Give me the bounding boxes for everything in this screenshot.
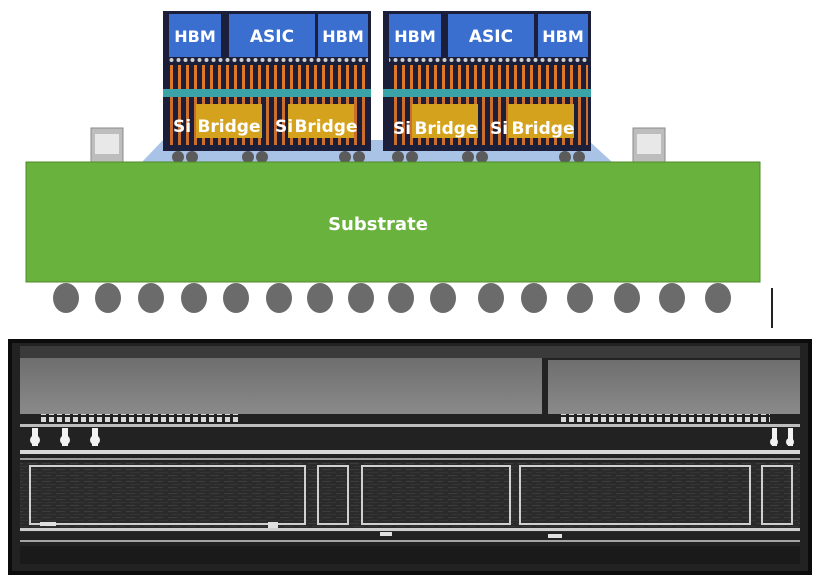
hbm-die-left-a xyxy=(169,14,221,57)
hbm-label: HBM xyxy=(394,27,436,46)
bga-ball xyxy=(705,283,731,313)
micro-bump-row-sem xyxy=(560,414,770,422)
mold-compound-left xyxy=(20,358,542,414)
hbm-die-right-a xyxy=(389,14,441,57)
hbm-die-right-b xyxy=(538,14,588,57)
module-right: HBM ASIC HBM Si Bridge Si Bridge xyxy=(383,11,591,163)
cu-pillars-left xyxy=(30,428,100,446)
bga-ball xyxy=(223,283,249,313)
hbm-label: HBM xyxy=(542,27,584,46)
si-bridge-right-b xyxy=(508,104,574,138)
bga-ball xyxy=(348,283,374,313)
micro-bump-row xyxy=(169,57,368,65)
cu-pillar-row xyxy=(169,65,368,89)
asic-label: ASIC xyxy=(469,27,513,47)
bga-ball xyxy=(53,283,79,313)
bga-ball xyxy=(181,283,207,313)
si-label: Si xyxy=(393,119,411,139)
asic-die-left xyxy=(229,14,315,57)
asic-label: ASIC xyxy=(250,27,294,47)
bga-ball xyxy=(307,283,333,313)
micro-bump-row xyxy=(389,57,588,65)
si-label: Si xyxy=(490,119,508,139)
hbm-label: HBM xyxy=(174,27,216,46)
module-left: HBM ASIC HBM Si Bridge Si Bridge xyxy=(163,11,371,163)
asic-die-right xyxy=(448,14,534,57)
hbm-label: HBM xyxy=(322,27,364,46)
si-bridge-right-a xyxy=(412,104,478,138)
si-label: Si xyxy=(275,117,293,137)
micro-bump-row-sem xyxy=(40,414,240,422)
capacitor-left xyxy=(90,127,124,163)
cross-section-micrograph xyxy=(8,339,812,575)
divider-line xyxy=(771,288,773,328)
bga-ball xyxy=(138,283,164,313)
cu-pillar-row xyxy=(389,65,588,89)
bridge-label: Bridge xyxy=(197,117,260,137)
si-label: Si xyxy=(173,117,191,137)
mold-compound-right xyxy=(548,360,800,414)
bga-ball xyxy=(95,283,121,313)
bga-ball xyxy=(430,283,456,313)
bridge-label: Bridge xyxy=(511,119,574,139)
bridge-outlines xyxy=(29,465,793,525)
substrate-label: Substrate xyxy=(328,214,428,235)
bridge-label: Bridge xyxy=(294,117,357,137)
bga-ball xyxy=(614,283,640,313)
bga-ball xyxy=(266,283,292,313)
bga-ball xyxy=(567,283,593,313)
rdl-layer-right xyxy=(383,89,591,97)
bga-ball xyxy=(478,283,504,313)
schematic: HBM ASIC HBM Si Bridge Si Bridge xyxy=(25,11,773,328)
si-bridge-left-b xyxy=(288,104,354,138)
substrate xyxy=(25,161,761,283)
bga-ball-row xyxy=(53,283,731,313)
bga-ball xyxy=(521,283,547,313)
cu-pillars-right xyxy=(770,428,794,446)
si-bridge-left-a xyxy=(196,104,262,138)
hbm-die-left-b xyxy=(318,14,368,57)
bridge-label: Bridge xyxy=(414,119,477,139)
rdl-layer-left xyxy=(163,89,371,97)
bga-ball xyxy=(388,283,414,313)
capacitor-right xyxy=(632,127,666,163)
bga-ball xyxy=(659,283,685,313)
